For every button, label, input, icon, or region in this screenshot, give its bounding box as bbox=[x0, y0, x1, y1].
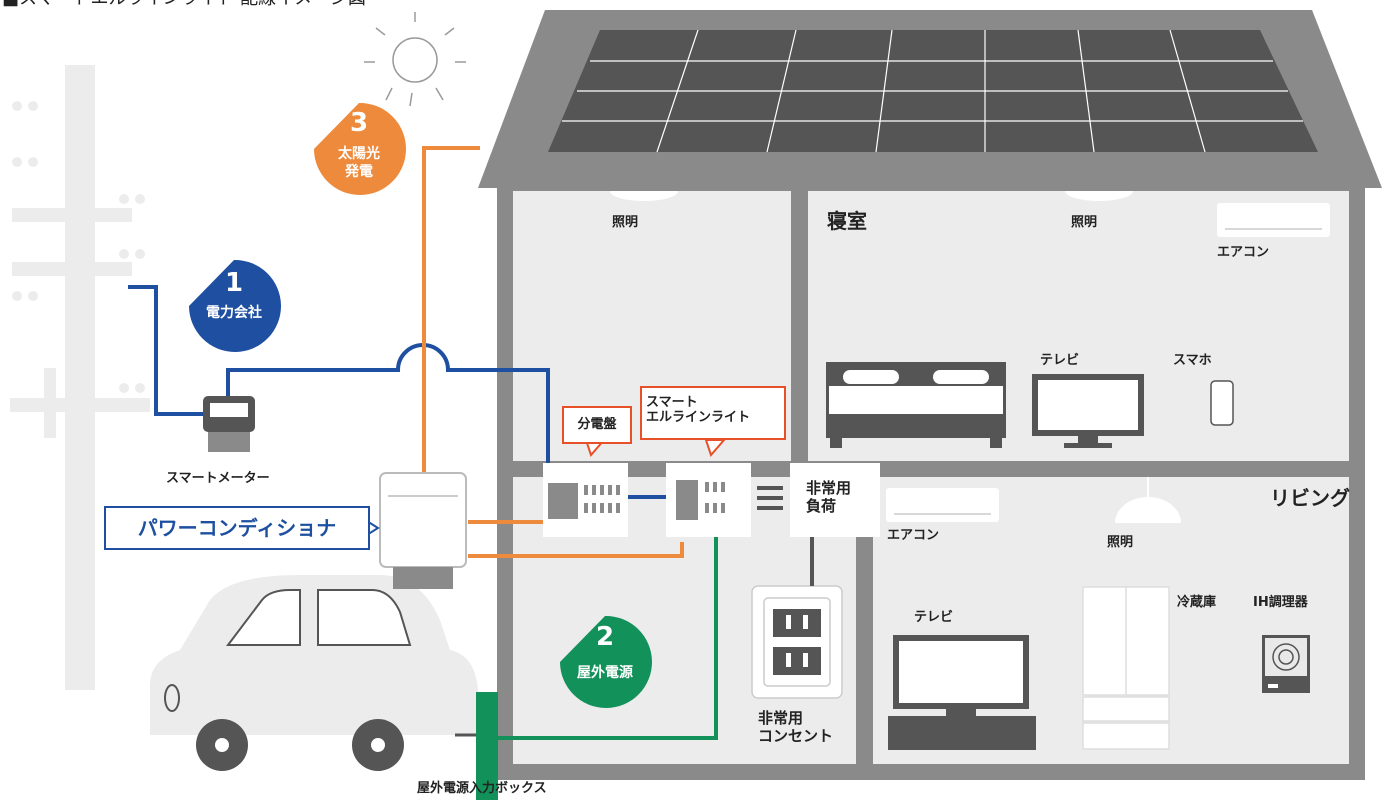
badge-3-group bbox=[314, 102, 406, 195]
bed bbox=[826, 362, 1006, 448]
car bbox=[150, 575, 480, 771]
badge-1-label: 電力会社 bbox=[206, 305, 262, 321]
connector-icon bbox=[757, 486, 783, 510]
emergency-load-box bbox=[790, 463, 880, 537]
tv-living-label: テレビ bbox=[914, 610, 954, 625]
tv-living bbox=[888, 635, 1036, 750]
distribution-board-label: 分電盤 bbox=[562, 406, 632, 444]
smart-meter-label: スマートメーター bbox=[166, 471, 270, 486]
badge-1 bbox=[189, 259, 281, 352]
light-upstairs-label: 照明 bbox=[612, 215, 639, 230]
solar-wire bbox=[422, 146, 480, 475]
utility-pole bbox=[10, 65, 150, 690]
outdoor-wire bbox=[490, 537, 718, 740]
badge-2-number: 2 bbox=[595, 622, 615, 652]
fridge-label: 冷蔵庫 bbox=[1177, 595, 1217, 610]
emergency-outlet bbox=[751, 585, 843, 699]
aircon-bedroom-label: エアコン bbox=[1217, 245, 1270, 260]
badge-2 bbox=[560, 615, 653, 708]
emergency-load-label-line2: 負荷 bbox=[806, 497, 837, 515]
emergency-load-label-line1: 非常用 bbox=[806, 479, 852, 497]
badge-1-group bbox=[189, 259, 281, 352]
ceiling-lights bbox=[610, 191, 1181, 523]
ih-cooker bbox=[1262, 635, 1310, 693]
smart-meter bbox=[203, 396, 255, 452]
power-conditioner-label: パワーコンディショナ bbox=[104, 506, 370, 550]
badge-2-label: 屋外電源 bbox=[577, 665, 633, 681]
ih-cooker-label: IH調理器 bbox=[1253, 595, 1308, 610]
sun-icon bbox=[364, 12, 466, 107]
smart-elline-unit bbox=[666, 463, 751, 537]
outdoor-input-box bbox=[476, 692, 498, 800]
badge-2-group bbox=[560, 615, 653, 708]
aircon-living-label: エアコン bbox=[887, 528, 940, 543]
aircon-units bbox=[886, 203, 1330, 522]
smart-elline-label-line1: スマート bbox=[646, 395, 698, 410]
wires bbox=[128, 146, 814, 740]
bedroom-label: 寝室 bbox=[827, 209, 867, 233]
badge-3-label-line2: 発電 bbox=[345, 164, 373, 180]
living-label: リビング bbox=[1270, 486, 1350, 510]
outdoor-box-label: 屋外電源入力ボックス bbox=[417, 781, 547, 796]
grid-wire-pole-meter bbox=[128, 285, 205, 416]
badge-1-number: 1 bbox=[224, 268, 244, 298]
tv-bedroom-label: テレビ bbox=[1040, 353, 1080, 368]
emergency-outlet-label-line2: コンセント bbox=[758, 727, 834, 745]
badge-3-number: 3 bbox=[349, 108, 369, 138]
power-conditioner bbox=[379, 472, 467, 589]
smart-elline-label-line2: エルラインライト bbox=[646, 409, 751, 425]
badge-3 bbox=[314, 102, 406, 195]
smart-elline-label: スマート エルラインライト bbox=[640, 386, 786, 440]
distribution-board bbox=[543, 463, 628, 537]
smartphone-icon bbox=[1210, 380, 1234, 426]
smartphone-label: スマホ bbox=[1173, 353, 1212, 368]
emergency-outlet-label-line1: 非常用 bbox=[758, 709, 804, 727]
badge-3-label-line1: 太陽光 bbox=[338, 146, 380, 162]
light-bedroom-label: 照明 bbox=[1071, 215, 1098, 230]
fridge bbox=[1082, 586, 1170, 750]
light-living-label: 照明 bbox=[1107, 535, 1134, 550]
tv-bedroom bbox=[1032, 374, 1144, 448]
